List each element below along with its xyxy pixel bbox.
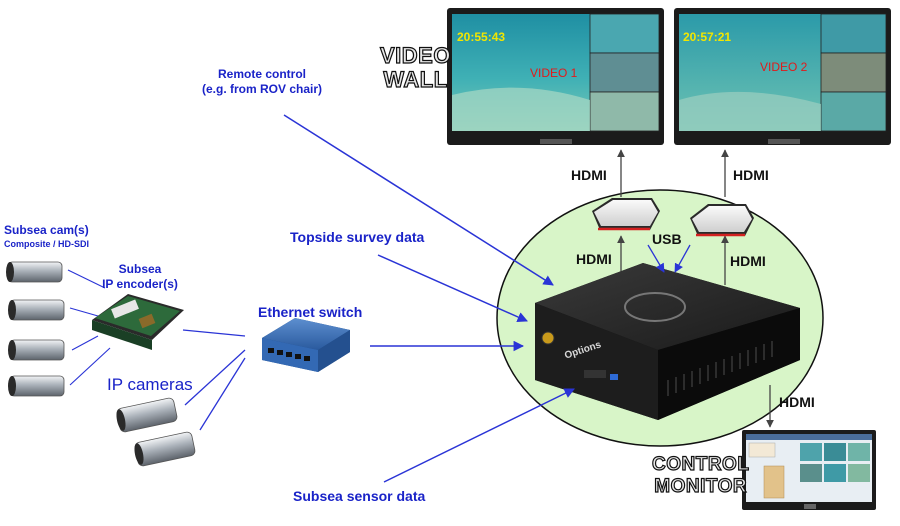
subsea-cams-sublabel: Composite / HD-SDI [4,239,90,249]
ip-camera-2 [134,431,196,467]
control-monitor [742,430,876,510]
ip-cameras-label: IP cameras [107,375,193,394]
ethernet-switch-device [262,318,350,372]
ip-camera-1 [116,397,178,433]
control-monitor-line2: MONITOR [654,475,748,497]
subsea-encoder-label: Subsea IP encoder(s) [100,262,180,292]
control-monitor-line1: CONTROL [651,453,750,475]
control-monitor-title: CONTROL MONITOR [651,453,750,498]
subsea-encoder-line1: Subsea [118,262,162,276]
hdmi-label-monitor-1: HDMI [571,167,607,183]
link-ipcam-b-switch [199,357,246,431]
monitor-1-timestamp: 20:55:43 [457,30,506,44]
options-box-device [535,263,800,420]
arrow-topside-survey [377,254,528,322]
monitor-2-label: VIDEO 2 [760,60,808,74]
arrow-usb-1 [647,244,665,273]
ethernet-switch-label: Ethernet switch [258,304,363,320]
capture-device-1 [592,198,660,231]
hdmi-label-capture-2: HDMI [730,253,766,269]
video-wall-title: VIDEO WALL [379,43,451,92]
link-cam-3-encoder [71,335,99,351]
hdmi-label-control: HDMI [779,394,815,410]
link-encoder-switch [182,329,246,337]
arrow-usb-2 [674,244,691,273]
usb-label: USB [652,231,682,247]
video-wall-line1: VIDEO [379,43,451,68]
hdmi-label-capture-1: HDMI [576,251,612,267]
subsea-camera-2 [8,299,65,321]
remote-control-label: Remote control (e.g. from ROV chair) [196,67,328,97]
link-cam-1-encoder [67,269,106,289]
link-cam-4-encoder [69,347,111,386]
video-monitor-2 [674,8,891,145]
capture-device-2 [690,204,754,237]
link-ipcam-a-switch [184,349,246,406]
subsea-sensor-label: Subsea sensor data [293,488,426,504]
link-cam-2-encoder [69,307,99,317]
subsea-encoder-line2: IP encoder(s) [102,277,178,291]
subsea-camera-4 [8,375,65,397]
subsea-camera-3 [8,339,65,361]
subsea-camera-1 [6,261,63,283]
remote-control-line2: (e.g. from ROV chair) [201,82,323,96]
monitor-2-timestamp: 20:57:21 [683,30,732,44]
hdmi-label-monitor-2: HDMI [733,167,769,183]
video-monitor-1 [447,8,664,145]
arrow-remote-control [283,114,554,286]
subsea-ip-encoder [92,294,184,350]
remote-control-line1: Remote control [217,67,306,81]
subsea-cams-label: Subsea cam(s) [4,223,89,237]
video-wall-line2: WALL [383,67,448,92]
arrow-subsea-sensor [383,388,575,483]
monitor-1-label: VIDEO 1 [530,66,578,80]
topside-survey-label: Topside survey data [290,229,425,245]
